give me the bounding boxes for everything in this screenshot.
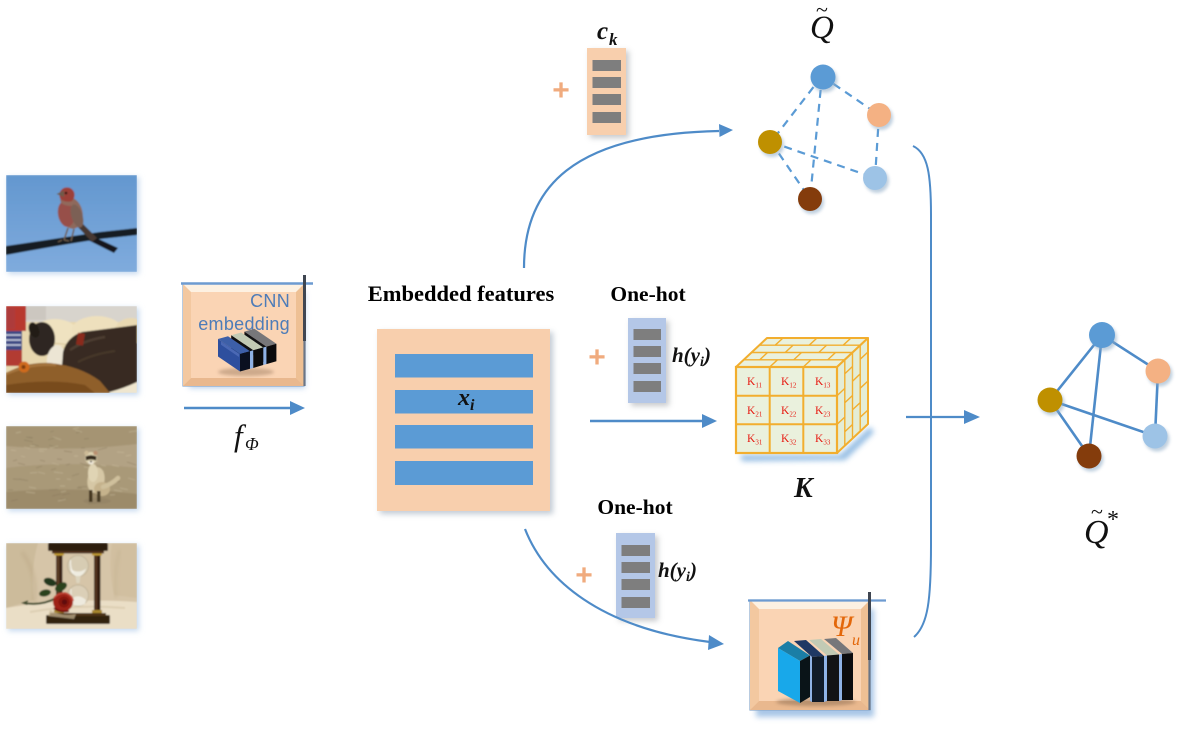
svg-text:h(y: h(y bbox=[658, 558, 687, 582]
svg-text:Ψ: Ψ bbox=[831, 610, 855, 643]
svg-text:embedding: embedding bbox=[198, 314, 290, 334]
svg-text:): ) bbox=[688, 558, 697, 582]
svg-text:c: c bbox=[597, 18, 608, 45]
svg-text:One-hot: One-hot bbox=[610, 282, 686, 306]
svg-text:i: i bbox=[686, 570, 690, 585]
svg-text:~: ~ bbox=[1091, 499, 1103, 524]
svg-text:x: x bbox=[457, 385, 470, 411]
svg-text:k: k bbox=[609, 30, 618, 49]
svg-text:~: ~ bbox=[816, 0, 828, 22]
svg-text:+: + bbox=[588, 341, 606, 374]
svg-text:*: * bbox=[1107, 507, 1119, 533]
svg-text:i: i bbox=[700, 355, 704, 370]
svg-text:Embedded features: Embedded features bbox=[368, 281, 555, 306]
svg-text:i: i bbox=[470, 397, 475, 414]
svg-text:CNN: CNN bbox=[250, 291, 290, 311]
svg-text:u: u bbox=[852, 632, 860, 649]
svg-text:+: + bbox=[575, 559, 593, 592]
svg-text:One-hot: One-hot bbox=[597, 495, 673, 519]
svg-text:Φ: Φ bbox=[245, 434, 259, 454]
svg-text:+: + bbox=[552, 74, 570, 107]
svg-text:h(y: h(y bbox=[672, 343, 701, 367]
svg-text:Q: Q bbox=[1084, 514, 1109, 551]
svg-text:): ) bbox=[702, 343, 711, 367]
svg-text:Q: Q bbox=[810, 10, 834, 46]
svg-text:K: K bbox=[793, 473, 815, 504]
